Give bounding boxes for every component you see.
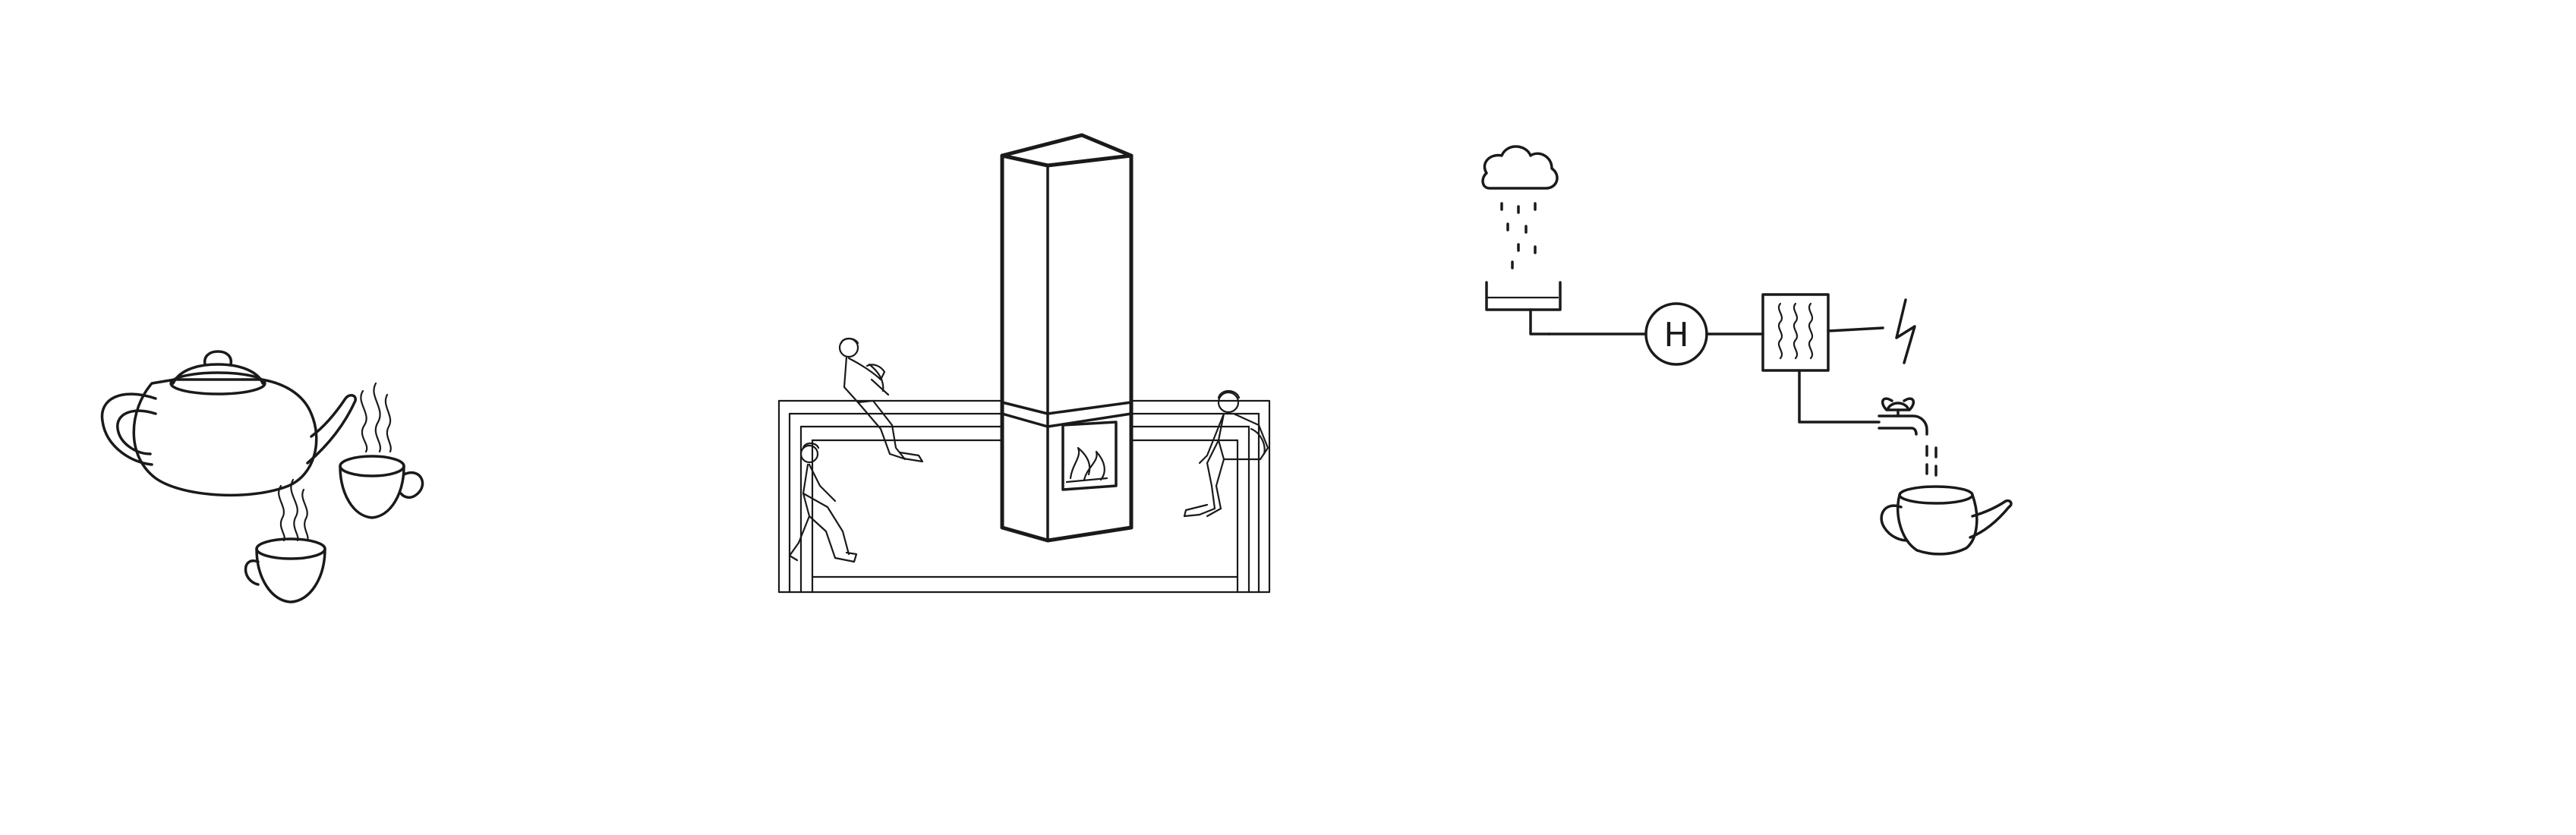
chimney-stove-icon — [1000, 133, 1134, 543]
heat-exchanger-icon — [1761, 293, 1830, 372]
water-system-group: H — [1481, 145, 2013, 556]
cloud-icon — [1481, 145, 1559, 190]
faucet-icon — [1878, 397, 1938, 477]
person-icon — [838, 337, 924, 463]
teacup-icon — [339, 455, 424, 519]
rain-icon — [1500, 202, 1537, 269]
person-icon — [1183, 389, 1269, 518]
fire-icon — [1065, 446, 1108, 484]
teapot-icon — [100, 350, 357, 497]
pump-label: H — [1663, 316, 1688, 354]
tea-set-group — [100, 350, 424, 603]
hearth-scene-group — [777, 133, 1271, 594]
pipe-line — [1798, 369, 1881, 424]
pump-icon: H — [1644, 302, 1708, 366]
steam-icon — [360, 382, 392, 453]
teacup-icon — [244, 537, 326, 603]
lightning-icon — [1895, 298, 1916, 364]
person-icon — [788, 442, 858, 563]
steam-icon — [278, 478, 309, 542]
teapot-icon — [1880, 485, 2013, 556]
water-tank-icon — [1485, 281, 1562, 336]
power-line — [1827, 326, 1884, 332]
